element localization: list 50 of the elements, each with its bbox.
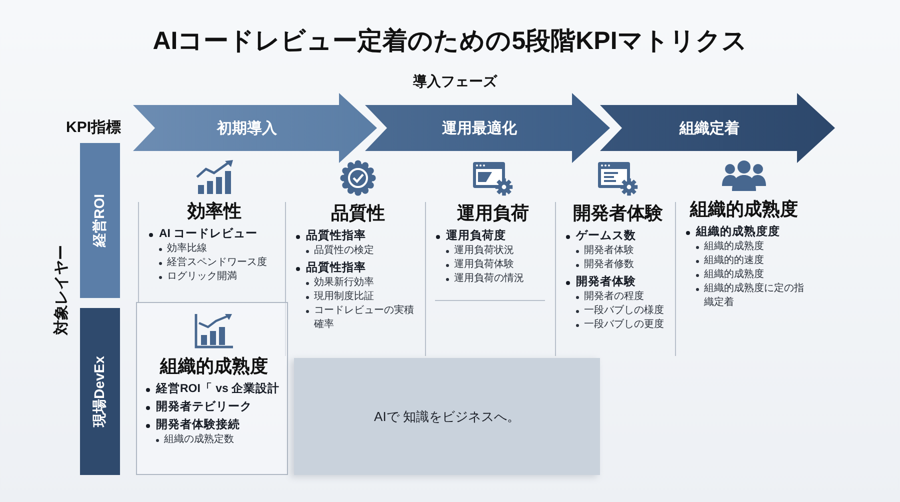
bullet-item: 開発者テビリーク: [143, 399, 285, 415]
bullet-item: 開発者体験: [563, 274, 673, 290]
sub-bullet-item: 品質性の検定: [293, 244, 423, 258]
kpi-heading: 組織的成熟度: [158, 355, 269, 378]
kpi-card: [136, 302, 288, 475]
bullet-item: 経営ROI「 vs 企業設計: [143, 381, 285, 397]
sub-bullet-item: 効率比線: [146, 242, 283, 256]
bullet-item: 開発者体験接続: [143, 417, 285, 433]
phase-label: 初期導入: [217, 118, 277, 138]
sub-bullet-item: 開発者体験: [563, 244, 673, 258]
bullet-item: AI コードレビュー: [146, 226, 283, 242]
kpi-heading: 品質性: [330, 202, 386, 225]
sub-bullet-item: ログリック開満: [146, 270, 283, 284]
kpi-heading: 開発者体験: [572, 202, 664, 225]
sub-bullet-item: 組織的成熟度に定の指織定着: [683, 282, 805, 310]
sub-bullet-item: 経営スペンドワース度: [146, 256, 283, 270]
kpi-axis-label: KPI指標: [66, 118, 122, 137]
layer-axis-label: 対象レイヤー: [52, 245, 71, 335]
kpi-heading: 運用負荷: [456, 202, 530, 225]
sub-bullet-item: 組織的的速度: [683, 254, 805, 268]
sub-bullet-item: 効果新行効率: [293, 276, 423, 290]
layer-band: [80, 143, 120, 298]
tagline-text: AIで 知識をビジネスへ。: [374, 408, 520, 426]
layer-label: 経営ROI: [91, 194, 108, 247]
sub-bullet-item: 現用制度比証: [293, 290, 423, 304]
sub-bullet-item: コードレビューの実積確率: [293, 304, 423, 332]
bullet-item: 運用負荷度: [433, 228, 553, 244]
banner-panel: [294, 358, 600, 475]
bullet-item: 品質性指率: [293, 228, 423, 244]
sub-bullet-item: 運用負荷体験: [433, 258, 553, 272]
sub-bullet-item: 運用負荷の情況: [433, 272, 553, 286]
phase-label: 組織定着: [680, 118, 740, 138]
sub-bullet-item: 組織的成熟度: [683, 240, 805, 254]
bullet-item: ゲームス数: [563, 228, 673, 244]
sub-bullet-item: 組織の成熟定数: [143, 433, 285, 447]
kpi-heading: 組織的成熟度: [688, 198, 799, 221]
phase-label: 運用最適化: [442, 118, 517, 138]
diagram-title: AIコードレビュー定着のための5段階KPIマトリクス: [152, 26, 748, 57]
kpi-heading: 効率性: [186, 200, 242, 223]
sub-bullet-item: 一段バブしの更度: [563, 318, 673, 332]
sub-bullet-item: 組織的成熟度: [683, 268, 805, 282]
sub-bullet-item: 開発者の程度: [563, 290, 673, 304]
phase-axis-label: 導入フェーズ: [412, 73, 498, 91]
sub-bullet-item: 一段バブしの様度: [563, 304, 673, 318]
sub-bullet-item: 開発者修数: [563, 258, 673, 272]
layer-label: 現場DevEx: [91, 356, 108, 427]
layer-band: [80, 308, 120, 475]
bullet-item: 品質性指率: [293, 260, 423, 276]
sub-bullet-item: 運用負荷状況: [433, 244, 553, 258]
bullet-item: 組織的成熟度度: [683, 224, 805, 240]
